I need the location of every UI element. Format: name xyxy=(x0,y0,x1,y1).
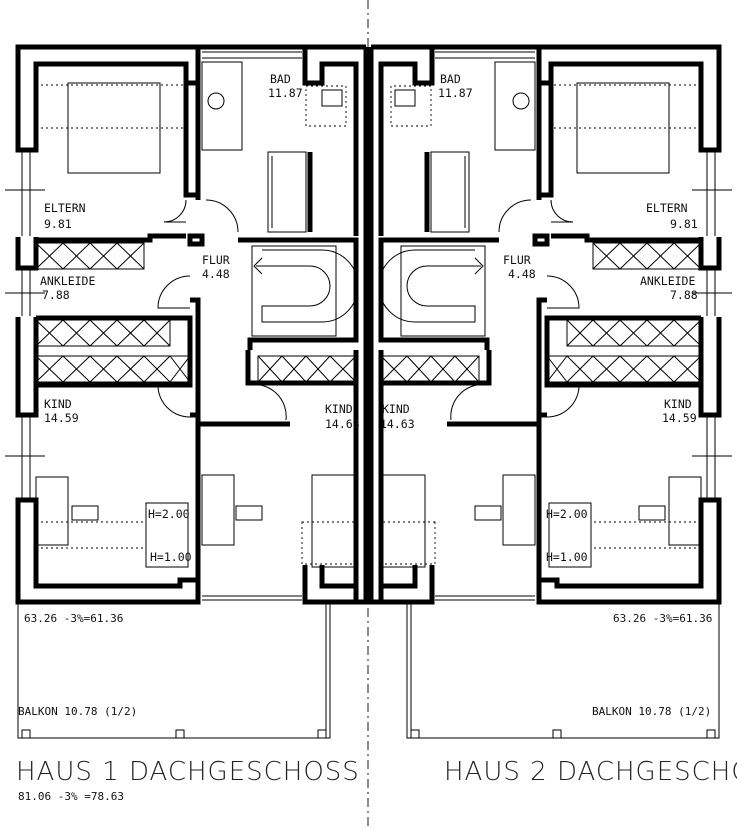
house1-bathtub xyxy=(267,151,307,233)
house1-wardrobe-lower xyxy=(35,355,191,383)
house1-wardrobe-middle xyxy=(35,319,171,347)
house2-balcony-label: BALKON 10.78 (1/2) xyxy=(592,705,711,718)
house2-kind-left-name: KIND xyxy=(382,402,410,416)
house1-eltern-area: 9.81 xyxy=(44,217,72,231)
house1-stair xyxy=(251,245,359,337)
house1-door-kind xyxy=(157,384,191,418)
house2-bad-name: BAD xyxy=(440,72,461,86)
house2-eltern-name: ELTERN xyxy=(646,201,688,215)
house2-plan xyxy=(368,44,732,739)
house1-flur-area: 4.48 xyxy=(202,267,230,281)
house1-wardrobe-upper xyxy=(35,242,145,270)
house1-ankleide-area: 7.88 xyxy=(42,288,70,302)
house1-toilet-icon xyxy=(207,92,225,110)
house1-bad-area: 11.87 xyxy=(268,86,303,100)
house1-wardrobe-kind xyxy=(257,355,357,383)
house2-eltern-area: 9.81 xyxy=(670,217,698,231)
house1-flur-name: FLUR xyxy=(202,253,230,267)
house2-kind-left-area: 14.63 xyxy=(380,417,415,431)
house2-ankleide-area: 7.88 xyxy=(670,288,698,302)
house1-bad-name: BAD xyxy=(270,72,291,86)
house1-wall-eltern-ankleide xyxy=(36,233,186,243)
house1-kind-right-area: 14.63 xyxy=(325,417,360,431)
house1-plan xyxy=(5,44,369,739)
house1-door-eltern xyxy=(163,199,187,223)
house1-sink-icon xyxy=(321,89,343,107)
house1-desk-height-bottom: H=1.00 xyxy=(150,550,192,564)
house1-wall-left-mid2 xyxy=(15,317,39,418)
house1-wall-bad xyxy=(302,47,359,236)
house1-wall-stair xyxy=(238,237,359,350)
house1-kind-left-area: 14.59 xyxy=(44,411,79,425)
house1-eltern-name: ELTERN xyxy=(44,201,86,215)
house1-area-note: 81.06 -3% =78.63 xyxy=(18,790,124,803)
house2-bad-area: 11.87 xyxy=(438,86,473,100)
house2-flur-name: FLUR xyxy=(503,253,531,267)
house1-title: HAUS 1 DACHGESCHOSS xyxy=(16,757,360,787)
house2-kind-right-area: 14.59 xyxy=(662,411,697,425)
house1-balcony xyxy=(17,604,331,739)
house2-kind-right-name: KIND xyxy=(664,397,692,411)
house1-balcony-label: BALKON 10.78 (1/2) xyxy=(18,705,137,718)
house1-kind-right-name: KIND xyxy=(325,402,353,416)
house1-wall-top-left xyxy=(15,44,201,153)
house1-wall-left-mid xyxy=(15,237,39,271)
house1-wall-ankleide xyxy=(36,315,193,388)
house2-desk-height-bottom: H=1.00 xyxy=(546,550,588,564)
house1-kind-left-name: KIND xyxy=(44,397,72,411)
house1-door-ankleide xyxy=(157,275,191,309)
house1-desk-height-top: H=2.00 xyxy=(148,507,190,521)
house1-floor-note: 63.26 -3%=61.36 xyxy=(24,612,123,625)
house2-ankleide-name: ANKLEIDE xyxy=(640,274,695,288)
house2-desk-height-top: H=2.00 xyxy=(546,507,588,521)
house2-flur-area: 4.48 xyxy=(508,267,536,281)
house1-ankleide-name: ANKLEIDE xyxy=(40,274,95,288)
house2-floor-note: 63.26 -3%=61.36 xyxy=(613,612,712,625)
house2-title: HAUS 2 DACHGESCHOSS xyxy=(444,757,737,787)
